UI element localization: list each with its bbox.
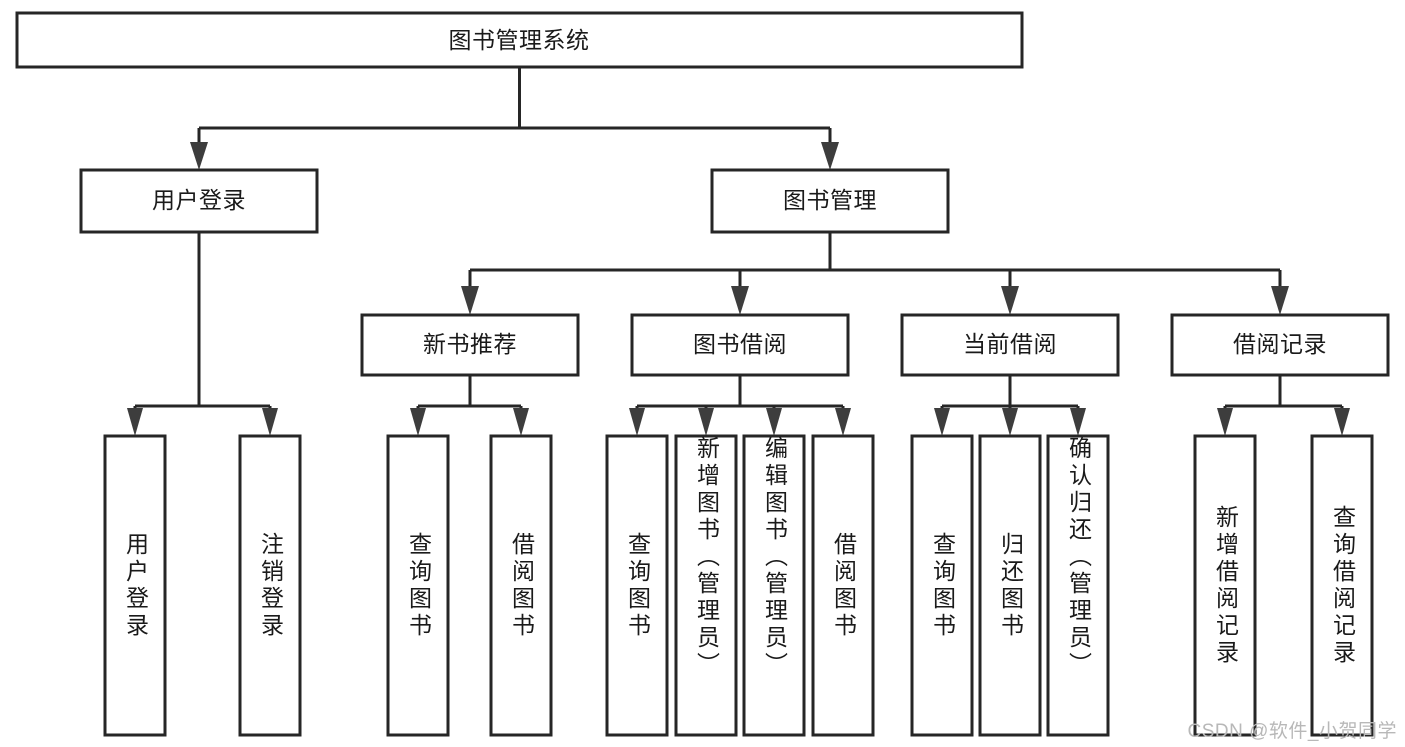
node-book-borrow[interactable]: 图书借阅 [630, 313, 850, 377]
arrow-leaf-book-borrow-3 [766, 408, 782, 436]
node-current-borrow-rect[interactable] [900, 313, 1120, 377]
leaf-rect-borrow-record-1[interactable] [1193, 434, 1257, 737]
arrow-leaf-new-book-1 [410, 408, 426, 436]
node-book-borrow-rect[interactable] [630, 313, 850, 377]
arrow-leaf-book-borrow-4 [835, 408, 851, 436]
arrow-leaf-user-login-1 [127, 408, 143, 436]
node-borrow-record-rect[interactable] [1170, 313, 1390, 377]
leaf-rect-current-borrow-2[interactable] [978, 434, 1042, 737]
arrow-leaf-borrow-record-1 [1217, 408, 1233, 436]
edges-new-book-to-leaves [410, 375, 529, 436]
edges-borrow-record-to-leaves [1217, 375, 1350, 436]
node-book-manage-rect[interactable] [710, 168, 950, 234]
node-user-login-label: 用户登录 [152, 187, 246, 213]
arrow-leaf-user-login-2 [262, 408, 278, 436]
leaf-rects-current-borrow [910, 434, 1110, 737]
leaf-rect-book-borrow-3[interactable] [742, 434, 806, 737]
leaf-rect-book-borrow-1[interactable] [605, 434, 669, 737]
node-user-login[interactable]: 用户登录 [79, 168, 319, 234]
leaf-rect-current-borrow-1[interactable] [910, 434, 974, 737]
leaf-rect-new-book-2[interactable] [489, 434, 553, 737]
arrow-to-new-book [461, 286, 479, 315]
leaf-rects-new-book [386, 434, 553, 737]
node-root-rect[interactable] [15, 11, 1024, 69]
node-borrow-record[interactable]: 借阅记录 [1170, 313, 1390, 377]
arrow-to-book-manage [821, 142, 839, 170]
arrow-leaf-borrow-record-2 [1334, 408, 1350, 436]
arrow-leaf-current-borrow-2 [1002, 408, 1018, 436]
node-book-manage-label: 图书管理 [783, 187, 877, 213]
edges-current-borrow-to-leaves [934, 375, 1086, 436]
arrow-leaf-book-borrow-1 [629, 408, 645, 436]
node-new-book[interactable]: 新书推荐 [360, 313, 580, 377]
node-current-borrow-label: 当前借阅 [963, 331, 1057, 357]
arrow-to-user-login [190, 142, 208, 170]
leaf-rect-new-book-1[interactable] [386, 434, 450, 737]
node-book-borrow-label: 图书借阅 [693, 331, 787, 357]
arrow-to-book-borrow [731, 286, 749, 315]
arrow-leaf-book-borrow-2 [698, 408, 714, 436]
node-current-borrow[interactable]: 当前借阅 [900, 313, 1120, 377]
leaf-rect-user-login-1[interactable] [103, 434, 167, 737]
leaf-rects-book-borrow [605, 434, 875, 737]
edges-book-manage-to-level3 [461, 232, 1289, 315]
arrow-leaf-current-borrow-3 [1070, 408, 1086, 436]
arrow-to-current-borrow [1001, 286, 1019, 315]
node-root-label: 图书管理系统 [449, 27, 590, 53]
leaf-rects-user-login [103, 434, 302, 737]
leaf-rect-borrow-record-2[interactable] [1310, 434, 1374, 737]
node-root[interactable]: 图书管理系统 [15, 11, 1024, 69]
node-book-manage[interactable]: 图书管理 [710, 168, 950, 234]
arrow-leaf-current-borrow-1 [934, 408, 950, 436]
node-borrow-record-label: 借阅记录 [1233, 331, 1327, 357]
edges-book-borrow-to-leaves [629, 375, 851, 436]
leaf-rect-current-borrow-3[interactable] [1046, 434, 1110, 737]
leaf-rect-user-login-2[interactable] [238, 434, 302, 737]
edges-user-login-to-leaves [127, 232, 278, 436]
csdn-watermark: CSDN @软件_小贺同学 [1187, 721, 1397, 742]
edges-root-to-level2 [190, 67, 839, 170]
leaf-rect-book-borrow-4[interactable] [811, 434, 875, 737]
node-new-book-rect[interactable] [360, 313, 580, 377]
leaf-rect-book-borrow-2[interactable] [674, 434, 738, 737]
node-new-book-label: 新书推荐 [423, 331, 517, 357]
leaf-rects-borrow-record [1193, 434, 1374, 737]
node-user-login-rect[interactable] [79, 168, 319, 234]
arrow-to-borrow-record [1271, 286, 1289, 315]
arrow-leaf-new-book-2 [513, 408, 529, 436]
